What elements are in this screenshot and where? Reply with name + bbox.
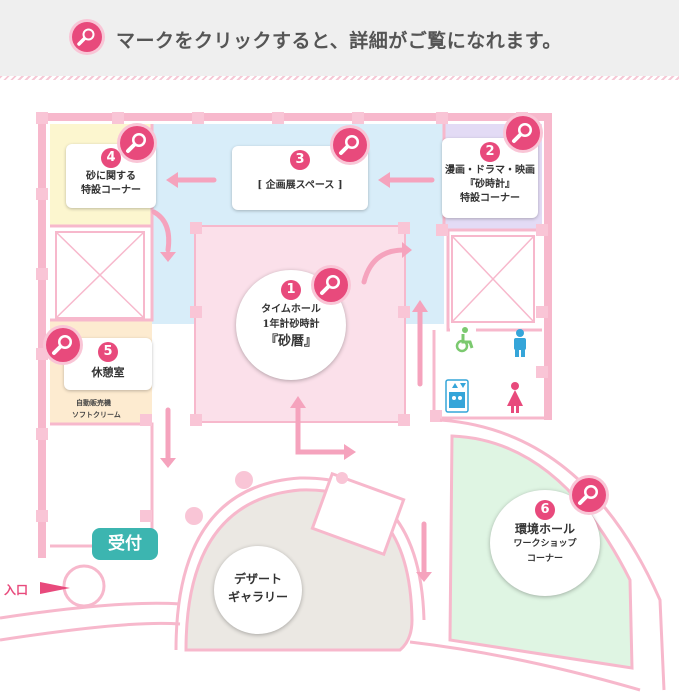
room-6-line2: ワークショップ xyxy=(513,539,577,549)
entrance-arrow-icon xyxy=(40,582,70,594)
instruction-banner: マークをクリックすると、詳細がご覧になれます。 xyxy=(0,0,679,80)
room-1-line2: 1年計砂時計 xyxy=(262,319,320,330)
desert-gallery-line1: デザート xyxy=(233,572,282,586)
room-4-number: 4 xyxy=(101,148,121,168)
room-5-number: 5 xyxy=(98,342,118,362)
entrance-label: 入口 xyxy=(4,583,29,597)
room-5-line1: 休憩室 xyxy=(91,366,125,379)
banner-magnifier-icon xyxy=(72,22,102,52)
room-3-number: 3 xyxy=(290,150,310,170)
banner-text: マークをクリックすると、詳細がご覧になれます。 xyxy=(116,30,562,52)
room-6-line1: 環境ホール xyxy=(514,522,575,536)
room-4-line2: 特設コーナー xyxy=(81,185,141,196)
room-5-magnifier-icon[interactable] xyxy=(46,328,80,362)
room-6-number: 6 xyxy=(535,500,555,520)
room-5-sub2: ソフトクリーム xyxy=(72,410,121,419)
room-2-magnifier-icon[interactable] xyxy=(506,116,540,150)
desert-gallery-line2: ギャラリー xyxy=(227,590,288,604)
desert-gallery-card: デザート ギャラリー xyxy=(214,546,302,634)
room-1-line3: 『砂暦』 xyxy=(264,334,317,349)
room-5-sub1: 自動販売機 xyxy=(76,398,111,407)
wheelchair-icon xyxy=(450,326,476,353)
mens-restroom-icon xyxy=(514,329,526,357)
room-1-number: 1 xyxy=(281,280,301,300)
room-4-line1: 砂に関する xyxy=(86,171,136,182)
room-3-label: [ 企画展スペース ] xyxy=(257,180,343,191)
room-3-magnifier-icon[interactable] xyxy=(333,128,367,162)
elevator-icon xyxy=(445,379,469,413)
room-2-line3: 特設コーナー xyxy=(460,193,520,204)
reception-badge: 受付 xyxy=(92,528,158,560)
womens-restroom-icon xyxy=(507,382,523,413)
banner-stripe xyxy=(0,76,679,80)
room-6-line3: コーナー xyxy=(526,554,563,564)
room-2-line2: 『砂時計』 xyxy=(465,179,515,190)
room-2-number: 2 xyxy=(480,142,500,162)
room-1-magnifier-icon[interactable] xyxy=(314,268,348,302)
room-2-line1: 漫画・ドラマ・映画 xyxy=(445,165,535,176)
room-4-magnifier-icon[interactable] xyxy=(120,126,154,160)
room-1-line1: タイムホール xyxy=(261,304,321,315)
room-2-card[interactable]: 2 漫画・ドラマ・映画 『砂時計』 特設コーナー xyxy=(442,138,538,218)
room-6-magnifier-icon[interactable] xyxy=(572,478,606,512)
